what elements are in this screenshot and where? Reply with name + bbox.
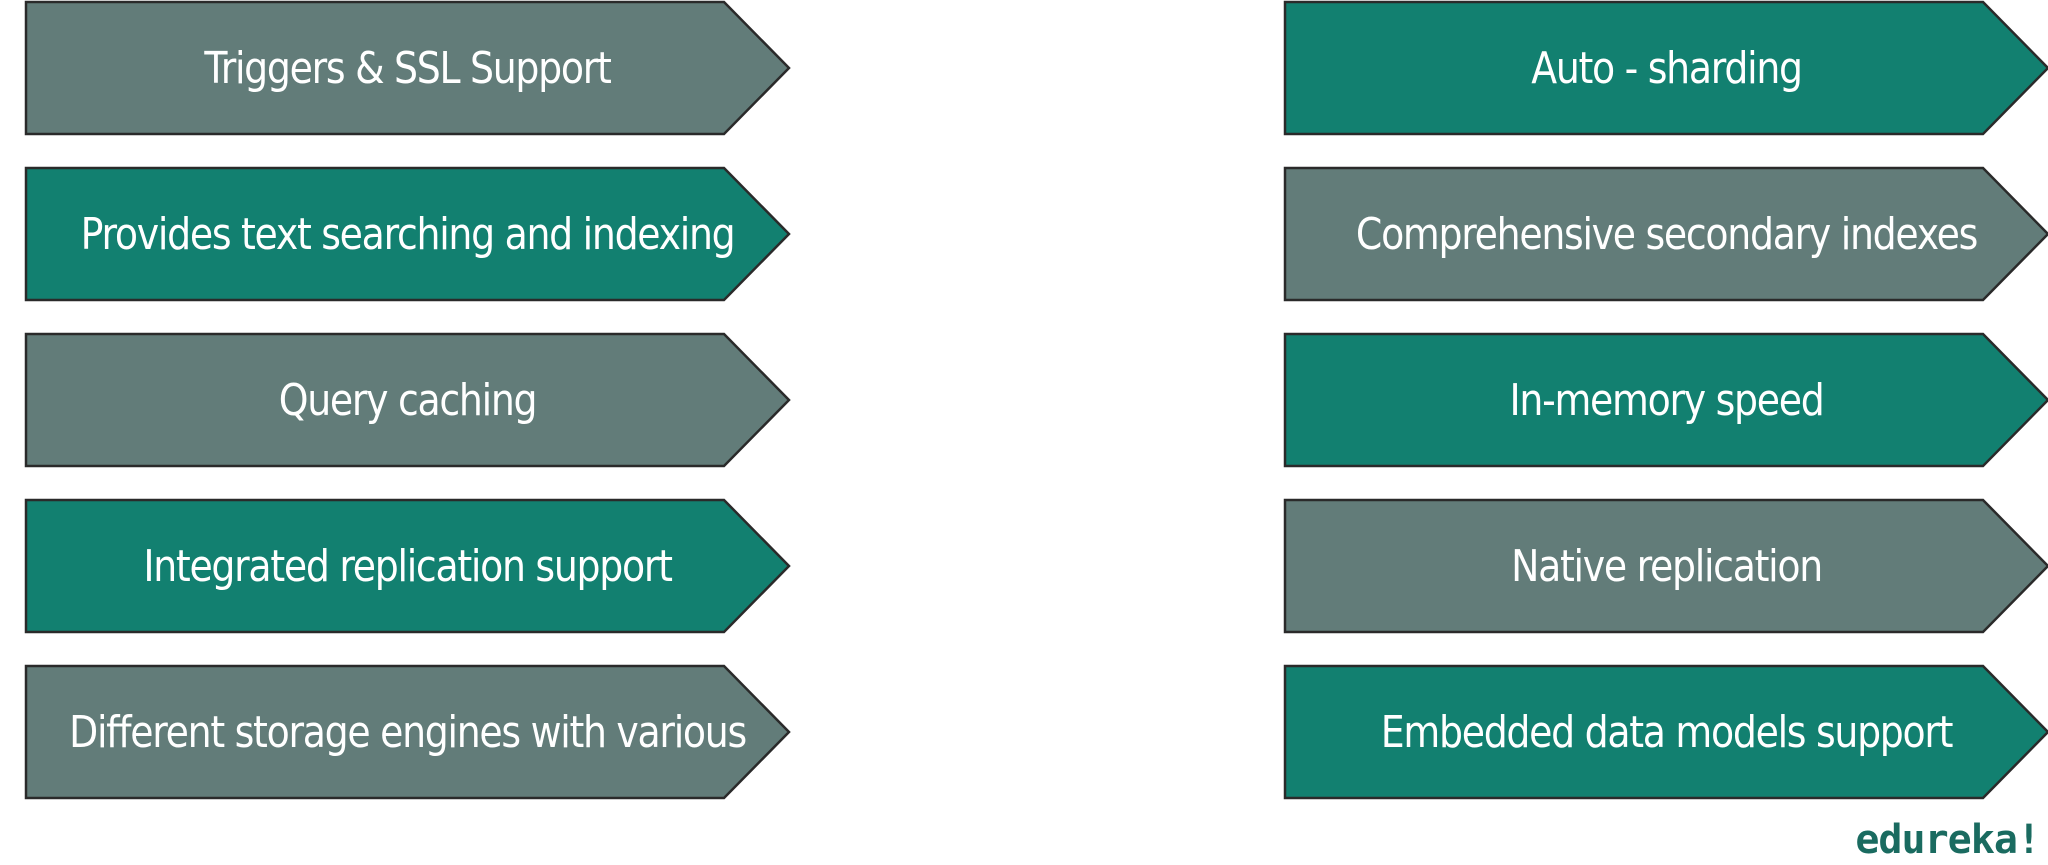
arrow-secondary-indexes: Comprehensive secondary indexes — [1283, 166, 2048, 302]
arrow-shape — [1283, 664, 2048, 800]
arrow-shape — [24, 0, 791, 136]
arrow-auto-sharding: Auto - sharding — [1283, 0, 2048, 136]
arrow-shape — [1283, 0, 2048, 136]
arrow-shape — [24, 332, 791, 468]
arrow-label: In-memory speed — [1509, 374, 1825, 426]
arrow-embedded-data-models: Embedded data models support — [1283, 664, 2048, 800]
left-feature-column: Triggers & SSL Support Provides text sea… — [24, 0, 814, 830]
arrow-triggers-ssl: Triggers & SSL Support — [24, 0, 791, 136]
arrow-shape — [24, 166, 791, 302]
right-feature-column: Auto - sharding Comprehensive secondary … — [1283, 0, 2048, 830]
arrow-label: Provides text searching and indexing — [80, 208, 736, 260]
arrow-storage-engines: Different storage engines with various — [24, 664, 791, 800]
arrow-label: Embedded data models support — [1380, 706, 1954, 758]
arrow-label: Integrated replication support — [143, 540, 673, 592]
arrow-label: Different storage engines with various — [69, 706, 747, 758]
edureka-logo: edureka! — [1855, 817, 2041, 863]
arrow-query-caching: Query caching — [24, 332, 791, 468]
arrow-label: Query caching — [278, 374, 538, 426]
arrow-shape — [1283, 166, 2048, 302]
arrow-shape — [1283, 332, 2048, 468]
arrow-label: Triggers & SSL Support — [204, 42, 611, 94]
arrow-text-search: Provides text searching and indexing — [24, 166, 791, 302]
arrow-shape — [24, 664, 791, 800]
arrow-in-memory-speed: In-memory speed — [1283, 332, 2048, 468]
arrow-label: Comprehensive secondary indexes — [1355, 208, 1978, 260]
arrow-integrated-replication: Integrated replication support — [24, 498, 791, 634]
arrow-label: Native replication — [1511, 540, 1823, 592]
arrow-shape — [1283, 498, 2048, 634]
arrow-shape — [24, 498, 791, 634]
arrow-native-replication: Native replication — [1283, 498, 2048, 634]
arrow-label: Auto - sharding — [1531, 42, 1803, 94]
